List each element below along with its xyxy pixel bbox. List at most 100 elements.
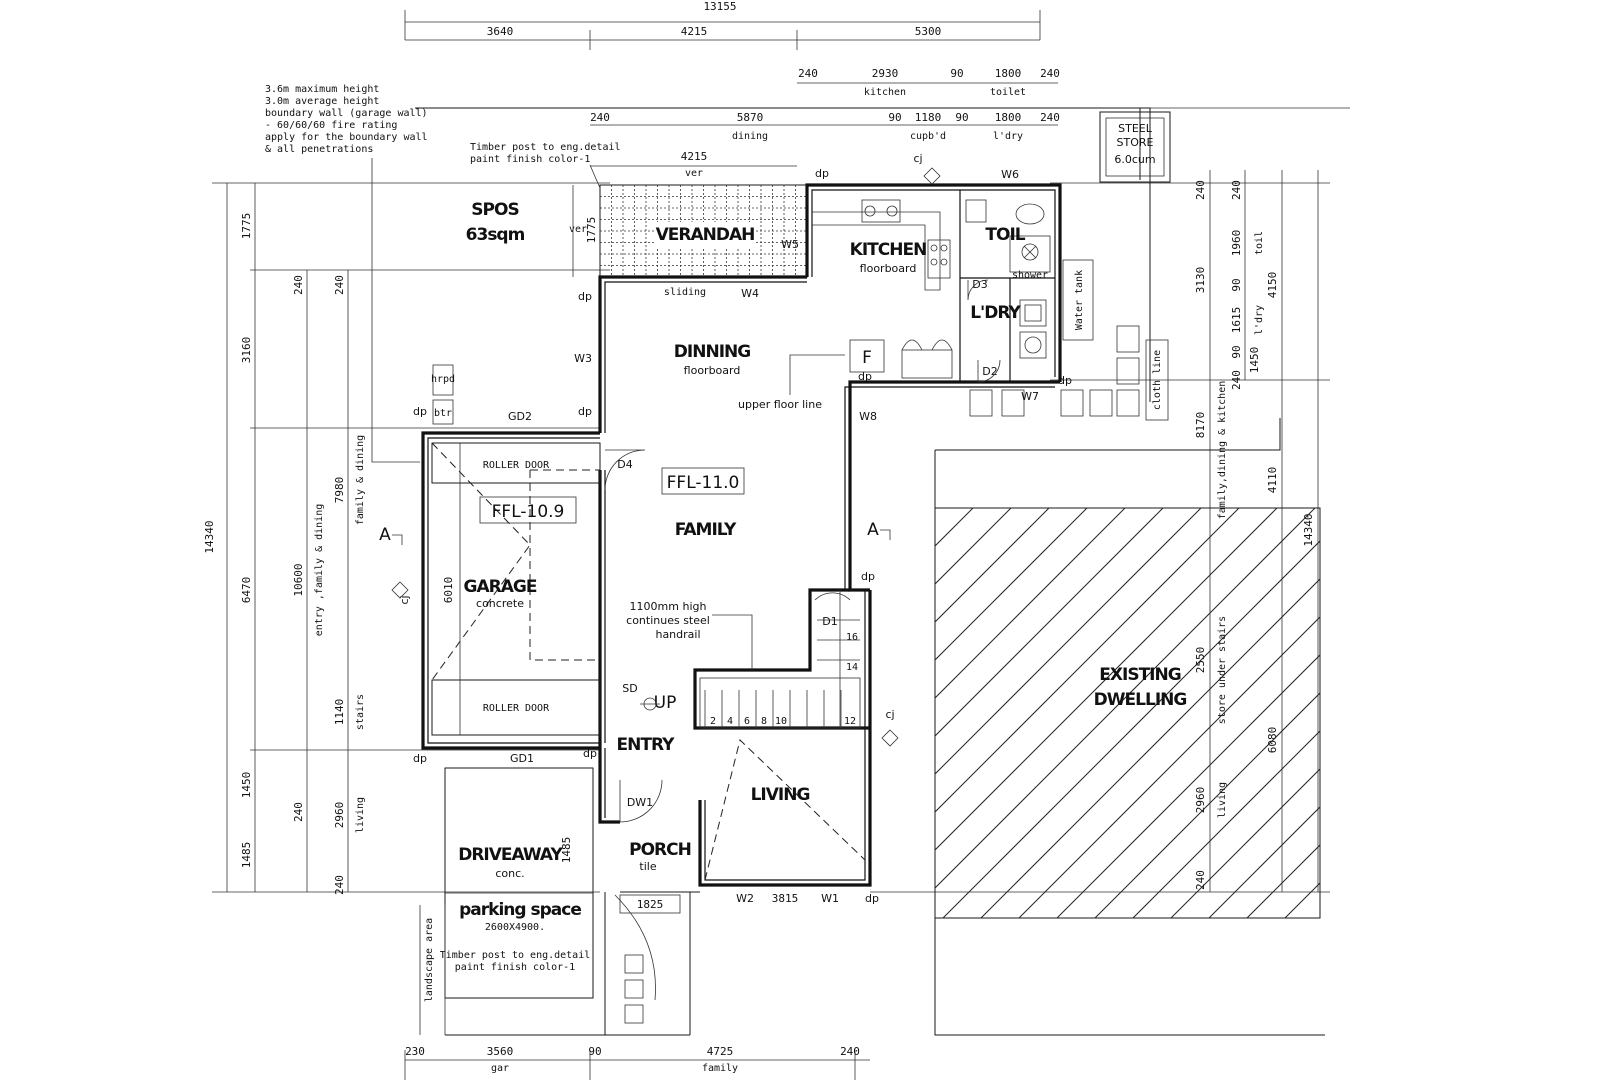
- dwelling-label: DWELLING: [1094, 690, 1187, 710]
- dinning-floor: floorboard: [684, 364, 741, 377]
- hatch-line: [935, 508, 1202, 775]
- hrpd-tag: hrpd: [431, 374, 455, 385]
- dim-left-overall: 14340: [203, 520, 216, 553]
- bottom-dimensions: 230 3560 gar 90 4725 family 240: [404, 1045, 870, 1080]
- dim-left-5: 1485: [240, 842, 253, 869]
- d1-tag: D1: [822, 615, 837, 628]
- dim-right-label-3: living: [1217, 782, 1228, 818]
- wet-areas: F shower Water tank KITCHEN floorboard T…: [812, 190, 1094, 383]
- dim-bot-5: 240: [840, 1045, 860, 1058]
- dim-right-3: 8170: [1194, 412, 1207, 439]
- d2-tag: D2: [982, 365, 997, 378]
- shower-label: shower: [1012, 270, 1048, 281]
- steel-store-label-1: STEEL: [1118, 122, 1153, 135]
- steel-store-label-2: STORE: [1117, 136, 1154, 149]
- dim-inner-1: 240: [333, 275, 346, 295]
- handrail-note-2: continues steel: [626, 614, 710, 627]
- dim-toilet-label: toilet: [990, 87, 1026, 98]
- dim-rs-1: 240: [1230, 180, 1243, 200]
- hatch-line: [1094, 692, 1320, 918]
- dim-cupbd-gap: 90: [955, 111, 968, 124]
- upper-floor-label: upper floor line: [738, 398, 822, 411]
- dim-cupbd-label: cupb'd: [910, 131, 946, 142]
- dp-tag-9: dp: [413, 752, 427, 765]
- dim-inner-label-1: family & dining: [355, 435, 366, 525]
- cj-tag-2: cj: [885, 708, 894, 721]
- hatch-line: [1170, 768, 1320, 918]
- hatch-line: [1132, 730, 1320, 918]
- section-a-right: A: [867, 520, 879, 540]
- hatch-line: [1589, 508, 1620, 918]
- dim-inner-label-2: stairs: [355, 694, 366, 730]
- boundary-note-2: 3.0m average height: [265, 96, 379, 107]
- dim-rs-6: 1450: [1248, 347, 1261, 374]
- left-dimensions: 14340 1775 3160 6470 1450 1485 240 10600…: [203, 182, 610, 895]
- dining-family: DINNING floorboard upper floor line FFL-…: [529, 342, 845, 670]
- porch-label: PORCH: [629, 840, 691, 860]
- dp-tag-1: dp: [815, 167, 829, 180]
- dim-left-4: 1450: [240, 772, 253, 799]
- up-label: UP: [654, 693, 677, 713]
- dim-inner-label-3: living: [355, 797, 366, 833]
- dim-dining-label: dining: [732, 131, 768, 142]
- boundary-note: 3.6m maximum height 3.0m average height …: [265, 84, 428, 463]
- dim-kitchen-wall: 240: [798, 67, 818, 80]
- entry-label: ENTRY: [617, 735, 676, 755]
- timber-note-bot-2: paint finish color-1: [455, 962, 575, 973]
- w2-tag: W2: [736, 892, 754, 905]
- dim-toilet: 1800: [995, 67, 1022, 80]
- handrail-note-1: 1100mm high: [630, 600, 707, 613]
- dim-kitchen-label: kitchen: [864, 87, 906, 98]
- w6-tag: W6: [1001, 168, 1019, 181]
- hatch-line: [935, 508, 1012, 585]
- driveway-label: DRIVEAWAY: [458, 845, 563, 865]
- hatch-line: [935, 508, 1050, 623]
- dim-inner-5: 240: [333, 875, 346, 895]
- hatch-line: [935, 508, 1316, 889]
- hatch-line: [1475, 508, 1620, 918]
- dp-tag-3: dp: [578, 405, 592, 418]
- sd-tag: SD: [622, 682, 637, 695]
- dim-rs-4: 1615: [1230, 307, 1243, 334]
- entry-living: ENTRY LIVING DW1 PORCH tile 1825 3815 W2…: [617, 735, 866, 914]
- d3-tag: D3: [972, 278, 987, 291]
- dinning-label: DINNING: [674, 342, 750, 362]
- hatch-line: [1208, 806, 1320, 918]
- steel-store: STEEL STORE 6.0cum: [1099, 111, 1171, 183]
- hatch-line: [1399, 508, 1620, 918]
- laundry-label: L'DRY: [970, 303, 1021, 323]
- existing-dwelling-hatch: [935, 508, 1620, 918]
- dim-top-3: 5300: [915, 25, 942, 38]
- dim-rs-label-1: toil: [1254, 231, 1265, 255]
- cj-tag-3: cj: [398, 595, 411, 604]
- landscape-label: landscape area: [424, 918, 435, 1002]
- dim-toilet-wall: 240: [1040, 67, 1060, 80]
- hatch-line: [1018, 616, 1320, 918]
- spos: SPOS 63sqm Timber post to eng.detail pai…: [466, 142, 621, 245]
- dim-rs-7: 240: [1230, 370, 1243, 390]
- dp-tag-5: dp: [858, 370, 872, 383]
- roller-door-top: ROLLER DOOR: [483, 460, 550, 471]
- w5-tag: W5: [781, 238, 799, 251]
- dim-bot-4: 4725: [707, 1045, 734, 1058]
- garage: ROLLER DOOR ROLLER DOOR FFL-10.9 GARAGE …: [431, 364, 601, 736]
- dim-rs-3: 90: [1230, 278, 1243, 291]
- steel-store-volume: 6.0cum: [1114, 153, 1155, 166]
- dim-bot-1: 230: [405, 1045, 425, 1058]
- dim-bot-label-2: family: [702, 1063, 738, 1074]
- verandah-label: VERANDAH: [656, 225, 755, 245]
- dim-kitchen-gap: 90: [950, 67, 963, 80]
- dp-tag-6: dp: [1058, 374, 1072, 387]
- family-level: FFL-11.0: [667, 473, 740, 493]
- garage-label: GARAGE: [464, 577, 537, 597]
- dim-rs-5: 90: [1230, 345, 1243, 358]
- hatch-line: [935, 508, 1088, 661]
- dim-right-1: 240: [1194, 180, 1207, 200]
- dim-dining: 5870: [737, 111, 764, 124]
- hatch-line: [1246, 844, 1320, 918]
- garage-level: FFL-10.9: [492, 502, 565, 522]
- stair-number: 14: [846, 662, 858, 673]
- hatch-line: [980, 578, 1320, 918]
